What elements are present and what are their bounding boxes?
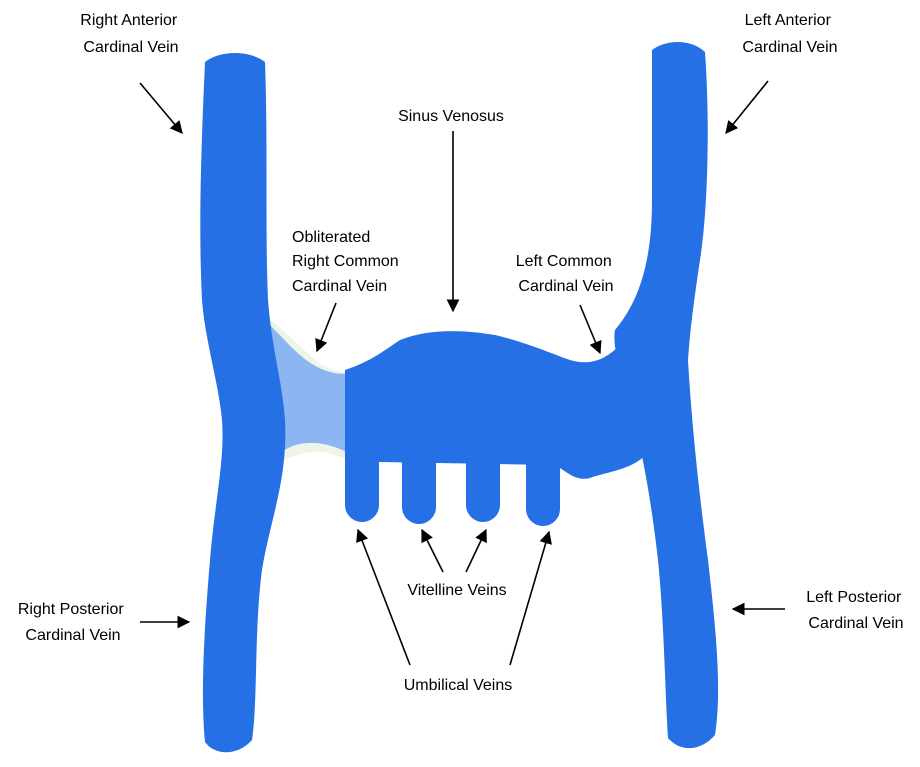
arrow-umbilical-left xyxy=(510,532,549,665)
arrow-obliterated-right-common-cardinal xyxy=(317,303,336,351)
arrow-umbilical-right xyxy=(358,530,410,665)
sinus-venosus-body xyxy=(345,330,668,479)
vitelline-vein-stub-1 xyxy=(402,420,436,524)
label-left-common-cardinal-vein: Left Common Cardinal Vein xyxy=(516,253,617,295)
arrow-right-anterior-cardinal xyxy=(140,83,182,133)
arrow-vitelline-1 xyxy=(422,530,443,572)
left-umbilical-vein-stub xyxy=(526,420,560,526)
label-right-posterior-cardinal-vein: Right Posterior Cardinal Vein xyxy=(18,601,128,644)
label-obliterated-right-common-cardinal-vein: Obliterated Right Common Cardinal Vein xyxy=(292,229,403,295)
label-vitelline-veins: Vitelline Veins xyxy=(407,582,506,599)
right-umbilical-vein-stub xyxy=(345,420,379,522)
right-cardinal-vein-trunk xyxy=(200,53,285,752)
label-umbilical-veins: Umbilical Veins xyxy=(404,677,512,694)
arrow-vitelline-2 xyxy=(466,530,486,572)
vitelline-vein-stub-2 xyxy=(466,420,500,522)
arrow-left-common-cardinal xyxy=(580,305,600,353)
label-left-anterior-cardinal-vein: Left Anterior Cardinal Vein xyxy=(742,12,837,56)
label-left-posterior-cardinal-vein: Left Posterior Cardinal Vein xyxy=(806,589,906,632)
label-sinus-venosus: Sinus Venosus xyxy=(398,108,504,125)
arrow-left-anterior-cardinal xyxy=(726,81,768,133)
label-right-anterior-cardinal-vein: Right Anterior Cardinal Vein xyxy=(80,12,181,56)
